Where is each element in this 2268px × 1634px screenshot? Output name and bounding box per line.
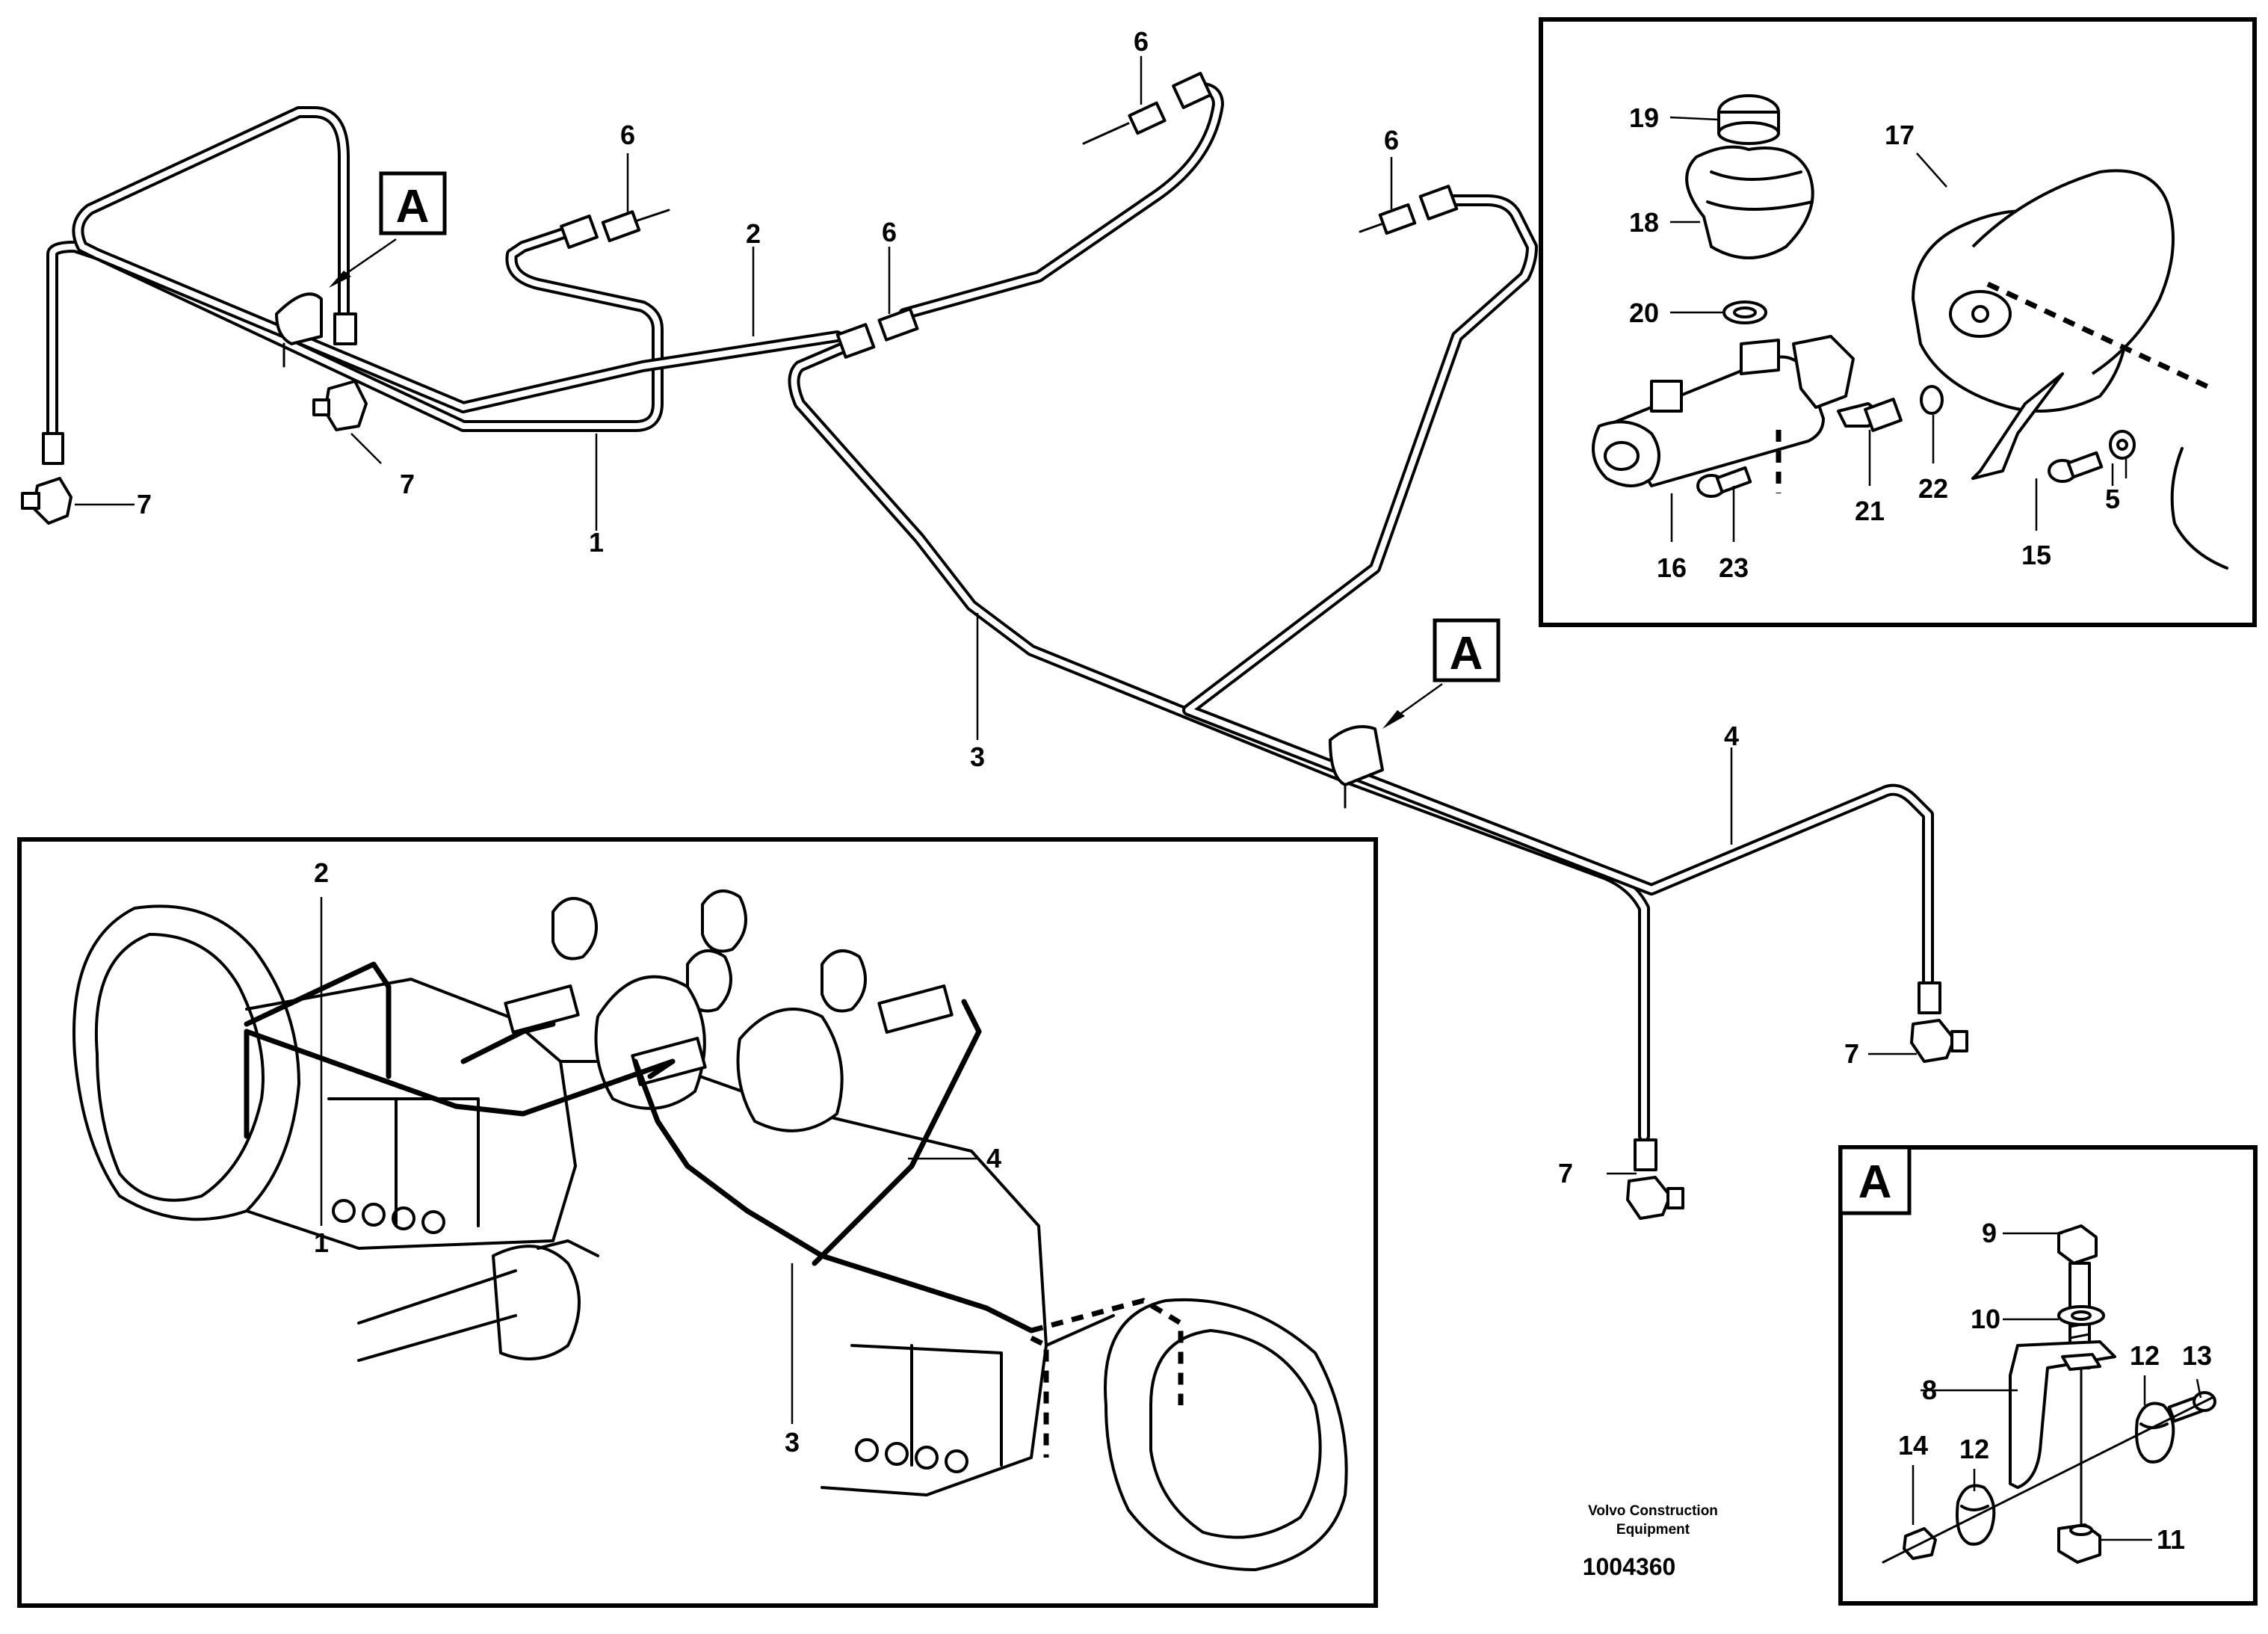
svg-text:7: 7 (137, 489, 152, 520)
svg-text:16: 16 (1657, 552, 1687, 583)
detail-marker-a-left: A (329, 171, 447, 288)
bracket-8 (2009, 1340, 2116, 1489)
svg-text:9: 9 (1982, 1218, 1997, 1248)
svg-text:14: 14 (1898, 1430, 1928, 1461)
brake-pipe-upper (898, 82, 1224, 320)
elbow-fitting-7-right (1910, 981, 1968, 1063)
svg-text:13: 13 (2182, 1340, 2212, 1371)
clamp-axis-line (1882, 1396, 2213, 1564)
svg-text:23: 23 (1719, 552, 1749, 583)
elbow-fitting-7-center (1626, 1138, 1684, 1220)
axle-brake-line-hidden-1 (1030, 1335, 1049, 1458)
svg-text:18: 18 (1629, 207, 1659, 238)
svg-text:8: 8 (1922, 1375, 1937, 1405)
svg-text:7: 7 (1844, 1038, 1859, 1069)
detail-marker-a-right: A (1382, 618, 1501, 729)
elbow-fitting-7-left (312, 312, 368, 431)
svg-text:1: 1 (589, 527, 604, 558)
svg-text:3: 3 (785, 1427, 800, 1458)
reservoir-18 (1685, 145, 1814, 259)
svg-text:5: 5 (2105, 484, 2120, 514)
pipe-clamp-bracket-left (275, 292, 323, 368)
svg-text:6: 6 (1384, 125, 1399, 155)
svg-text:21: 21 (1855, 496, 1885, 526)
wheel-hub-right (1045, 1298, 1348, 1571)
seal-ring-20 (1722, 300, 1767, 324)
svg-text:20: 20 (1629, 297, 1659, 328)
drive-shaft (357, 1239, 599, 1362)
svg-text:11: 11 (2157, 1524, 2185, 1555)
washer-5 (2109, 430, 2136, 460)
svg-text:7: 7 (1558, 1158, 1573, 1188)
svg-text:19: 19 (1629, 102, 1659, 133)
svg-text:17: 17 (1885, 120, 1915, 150)
axle-brake-lines (244, 961, 1034, 1334)
svg-text:15: 15 (2021, 540, 2051, 570)
inset-axle-frame (17, 837, 1378, 1608)
svg-text:3: 3 (970, 742, 985, 772)
brake-pipe-2 (72, 106, 843, 413)
seal-ring-22 (1920, 385, 1944, 415)
svg-text:2: 2 (314, 857, 329, 888)
washer-10 (2057, 1305, 2105, 1326)
svg-text:4: 4 (1724, 721, 1739, 751)
connector-fitting-6-top (1082, 72, 1212, 145)
check-valve-21 (1837, 398, 1903, 432)
svg-text:1: 1 (314, 1227, 329, 1258)
svg-text:12: 12 (2130, 1340, 2160, 1371)
svg-text:2: 2 (746, 218, 761, 249)
svg-text:A: A (1450, 628, 1483, 679)
connector-fitting-6-left (560, 209, 670, 249)
drawing-number: 1004360 (1583, 1553, 1676, 1580)
inset-detail-a-marker-box (1838, 1145, 1912, 1215)
inset-detail-a-frame (1838, 1145, 2258, 1606)
svg-text:4: 4 (986, 1143, 1001, 1174)
reservoir-cap-19 (1717, 94, 1780, 145)
connector-fitting-6-center (835, 307, 919, 359)
svg-text:6: 6 (620, 120, 635, 150)
elbow-fitting-7-far-left (21, 432, 72, 525)
pipe-clamp-bracket-right (1329, 725, 1384, 809)
caption-line-1: Volvo Construction (1588, 1503, 1718, 1519)
callout-labels: 1 2 3 4 5 6 6 6 6 7 7 7 7 8 9 10 11 12 1… (137, 26, 2212, 1555)
connector-fitting-6-right (1359, 185, 1459, 235)
brake-booster-17 (1912, 169, 2175, 480)
brake-pipe-4 (1182, 194, 1934, 993)
master-cylinder-16 (1592, 335, 1855, 487)
svg-text:A: A (396, 181, 430, 232)
inset-master-cylinder-frame (1539, 17, 2257, 627)
svg-text:7: 7 (400, 469, 415, 499)
inset-detail-a-marker-letter: A (1858, 1156, 1892, 1208)
brake-cylinder-cluster (504, 890, 954, 1132)
svg-text:10: 10 (1971, 1304, 2000, 1334)
brake-pipe-3 (788, 338, 1650, 1142)
bolt-15 (2048, 451, 2104, 483)
svg-text:12: 12 (1959, 1434, 1989, 1464)
svg-text:6: 6 (1134, 26, 1149, 57)
svg-text:6: 6 (882, 217, 897, 247)
caption-line-2: Equipment (1616, 1522, 1690, 1538)
mounting-plate-edge (2170, 447, 2228, 570)
svg-text:22: 22 (1918, 473, 1948, 504)
callout-leaders (75, 56, 2202, 1541)
bolt-23 (1696, 466, 1752, 498)
